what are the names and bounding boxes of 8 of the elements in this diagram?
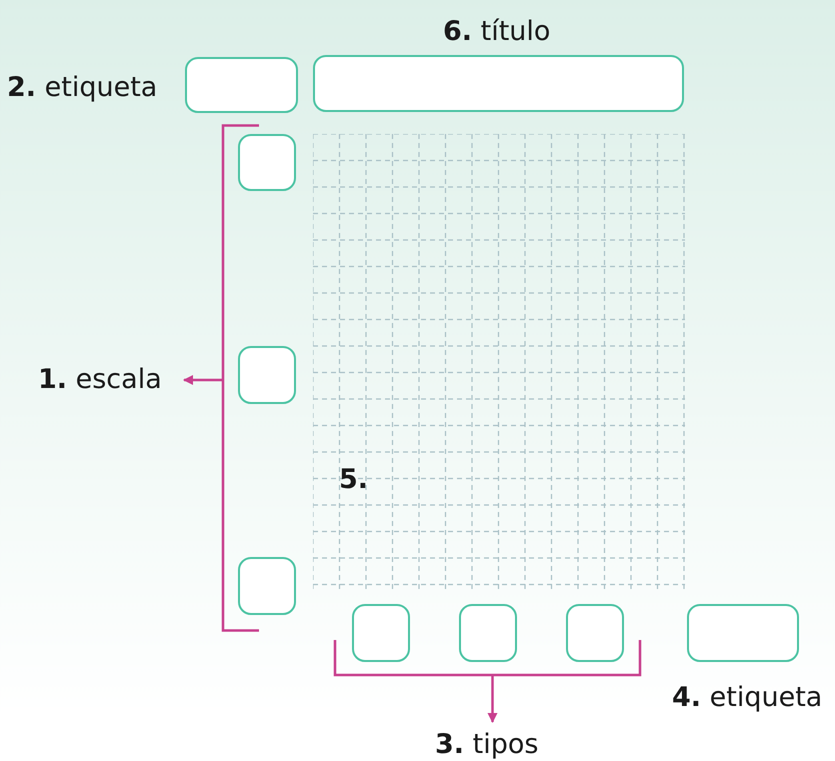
callout-label: 3. tipos — [435, 729, 538, 761]
heading: 6. título — [443, 16, 550, 48]
callout-label: 4. etiqueta — [672, 682, 822, 714]
arrow — [488, 676, 498, 723]
arrow — [183, 375, 222, 385]
callout-label: 1. escala — [38, 364, 162, 396]
area-label: 5. — [339, 464, 368, 496]
callout-label: 2. etiqueta — [7, 72, 158, 104]
